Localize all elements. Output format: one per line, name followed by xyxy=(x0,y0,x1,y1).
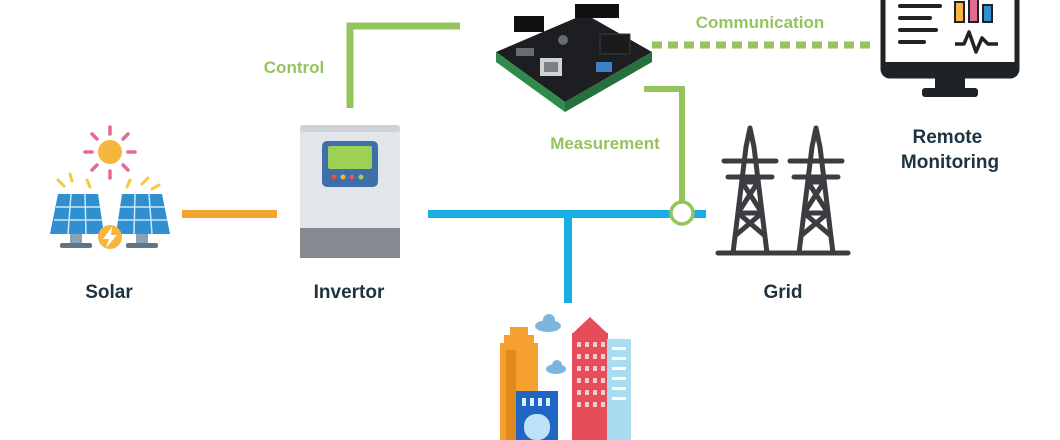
connections xyxy=(182,22,872,303)
monitor-icon xyxy=(880,0,1020,97)
remote-monitoring-label-line1: Remote xyxy=(913,127,983,148)
control-line xyxy=(346,22,460,108)
solar-icon xyxy=(50,125,170,249)
grid-pylons-icon xyxy=(715,125,851,256)
solar-label: Solar xyxy=(85,282,133,303)
invertor-label: Invertor xyxy=(314,282,385,303)
measurement-point xyxy=(669,200,695,226)
invertor-icon xyxy=(300,125,400,258)
remote-monitoring-label-line2: Monitoring xyxy=(901,152,999,173)
city-buildings-icon xyxy=(500,314,631,440)
remote-monitoring-label: Remote Monitoring xyxy=(901,127,999,173)
measurement-link-label: Measurement xyxy=(550,134,660,153)
control-link-label: Control xyxy=(264,58,324,77)
cloud-icon xyxy=(535,314,566,374)
communication-link-label: Communication xyxy=(696,13,824,32)
grid-label: Grid xyxy=(763,282,802,303)
controller-board-icon xyxy=(496,4,652,112)
measurement-line xyxy=(644,86,685,203)
